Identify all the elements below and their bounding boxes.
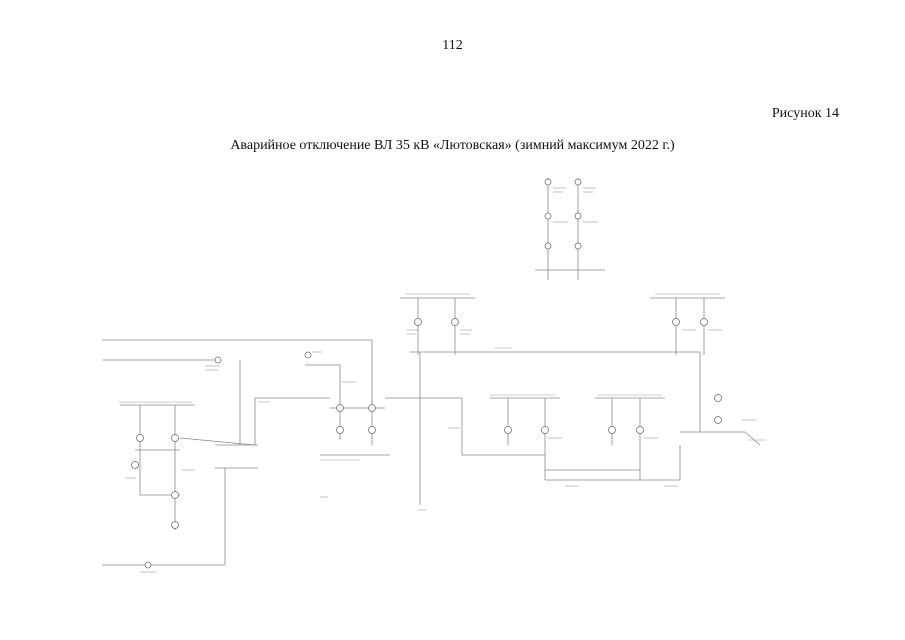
figure-label: Рисунок 14	[771, 106, 839, 121]
transformer-node	[171, 491, 179, 499]
transformer-node	[214, 356, 222, 364]
transformer-node	[714, 416, 722, 424]
transformer-node	[544, 178, 552, 186]
transformer-node	[544, 212, 552, 220]
transformer-node	[608, 426, 616, 434]
transformer-node	[544, 242, 552, 250]
diagram-micro-labels	[118, 187, 766, 573]
transformer-node	[574, 178, 582, 186]
transformer-node	[136, 434, 144, 442]
transformer-node	[131, 461, 139, 469]
transformer-node	[541, 426, 549, 434]
transformer-node	[171, 521, 179, 529]
transformer-node	[414, 318, 422, 326]
connection-line	[744, 431, 761, 446]
page-number: 112	[442, 38, 463, 53]
diagram-lines	[102, 178, 761, 566]
transformer-node	[336, 426, 344, 434]
diagram-nodes	[131, 178, 722, 569]
figure-title: Аварийное отключение ВЛ 35 кВ «Лютовская…	[230, 138, 675, 153]
transformer-node	[574, 212, 582, 220]
transformer-node	[144, 561, 152, 569]
connection-line	[179, 437, 256, 446]
transformer-node	[368, 426, 376, 434]
transformer-node	[714, 394, 722, 402]
transformer-node	[171, 434, 179, 442]
transformer-node	[336, 404, 344, 412]
transformer-node	[574, 242, 582, 250]
transformer-node	[504, 426, 512, 434]
transformer-node	[636, 426, 644, 434]
transformer-node	[700, 318, 708, 326]
transformer-node	[304, 351, 312, 359]
transformer-node	[451, 318, 459, 326]
transformer-node	[368, 404, 376, 412]
transformer-node	[672, 318, 680, 326]
